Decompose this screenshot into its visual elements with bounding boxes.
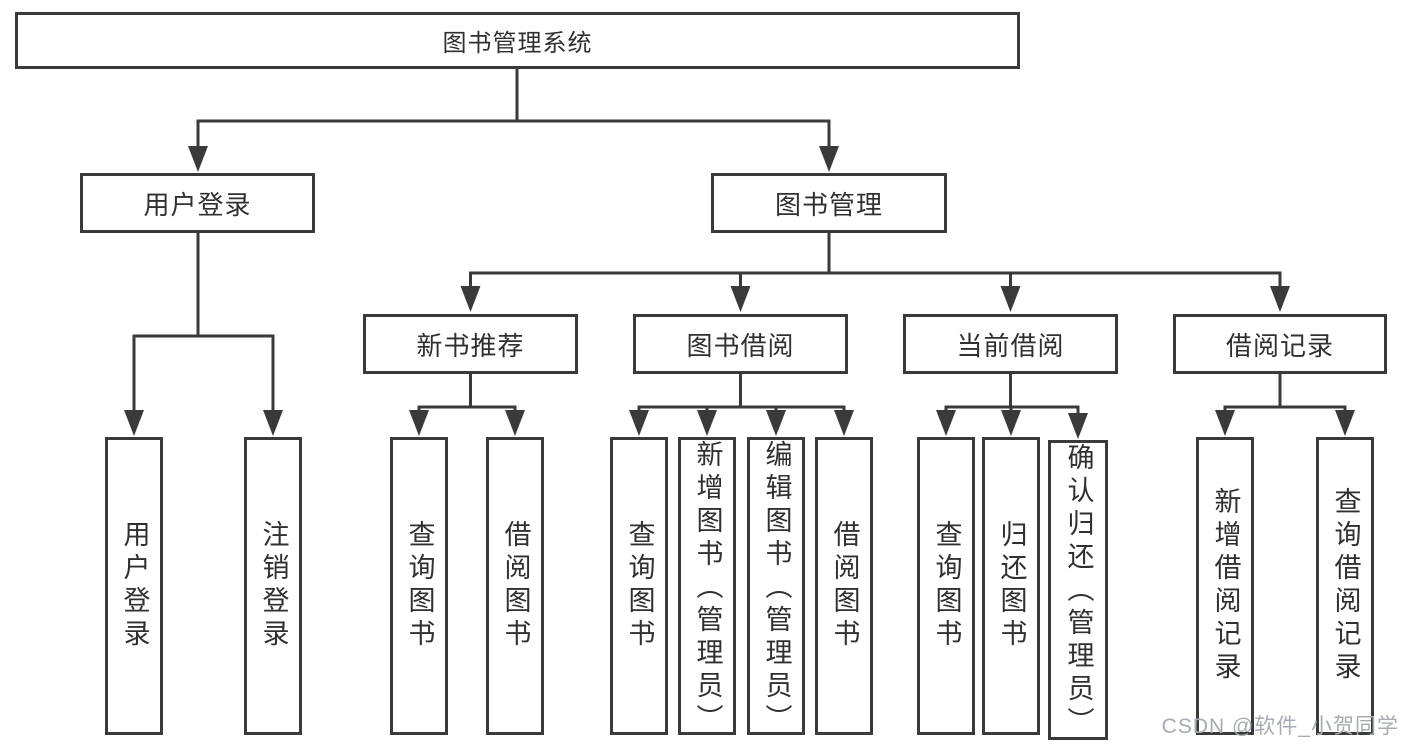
- leaf-query-book-borrow: 查询图书: [610, 437, 668, 735]
- leaf-user-login: 用户登录: [105, 437, 163, 735]
- node-book-management: 图书管理: [711, 173, 947, 233]
- arrowhead-down-icon: [263, 410, 283, 436]
- node-borrow-record: 借阅记录: [1173, 314, 1387, 374]
- arrowhead-down-icon: [1068, 413, 1088, 439]
- leaf-edit-book-admin: 编辑图书（管理员）: [747, 437, 805, 737]
- node-user-login: 用户登录: [80, 173, 315, 233]
- leaf-label: 新增借阅记录: [1210, 487, 1241, 685]
- node-book-borrow: 图书借阅: [633, 314, 848, 374]
- leaf-label: 查询图书: [624, 520, 655, 652]
- leaf-label: 归还图书: [996, 520, 1027, 652]
- connector-borrow-to-leaves: [629, 374, 854, 436]
- arrowhead-down-icon: [1335, 410, 1355, 436]
- arrowhead-down-icon: [834, 410, 854, 436]
- arrowhead-down-icon: [766, 410, 786, 436]
- connector-current-to-leaves: [936, 374, 1088, 439]
- leaf-logout: 注销登录: [244, 437, 302, 735]
- arrowhead-down-icon: [819, 146, 839, 172]
- leaf-label: 新增图书（管理员）: [692, 440, 723, 737]
- leaf-label: 查询借阅记录: [1330, 487, 1361, 685]
- arrowhead-down-icon: [124, 410, 144, 436]
- leaf-label: 借阅图书: [500, 520, 531, 652]
- leaf-label: 用户登录: [119, 520, 150, 652]
- leaf-query-book-current: 查询图书: [917, 437, 975, 735]
- leaf-query-borrow-record: 查询借阅记录: [1316, 437, 1374, 735]
- arrowhead-down-icon: [936, 410, 956, 436]
- arrowhead-down-icon: [730, 286, 751, 312]
- leaf-borrow-book: 借阅图书: [815, 437, 873, 735]
- node-new-book-recommend: 新书推荐: [363, 314, 578, 374]
- leaf-borrow-book-recommend: 借阅图书: [486, 437, 544, 735]
- connector-login-to-leaves: [124, 233, 283, 436]
- leaf-label: 借阅图书: [829, 520, 860, 652]
- connector-recommend-to-leaves: [409, 374, 525, 436]
- leaf-return-book: 归还图书: [982, 437, 1040, 735]
- connector-record-to-leaves: [1215, 374, 1355, 436]
- leaf-confirm-return-admin: 确认归还（管理员）: [1048, 440, 1108, 740]
- arrowhead-down-icon: [1215, 410, 1235, 436]
- leaf-label: 注销登录: [258, 520, 289, 652]
- connector-root-to-level2: [188, 69, 839, 172]
- arrowhead-down-icon: [460, 286, 481, 312]
- leaf-label: 编辑图书（管理员）: [761, 440, 792, 737]
- arrowhead-down-icon: [629, 410, 649, 436]
- connector-mgmt-to-level3: [460, 233, 1290, 312]
- leaf-add-book-admin: 新增图书（管理员）: [678, 437, 736, 737]
- node-book-management-system: 图书管理系统: [15, 12, 1020, 69]
- node-current-borrow: 当前借阅: [903, 314, 1118, 374]
- arrowhead-down-icon: [188, 146, 208, 172]
- arrowhead-down-icon: [1000, 286, 1021, 312]
- leaf-label: 查询图书: [404, 520, 435, 652]
- arrowhead-down-icon: [505, 410, 525, 436]
- arrowhead-down-icon: [1270, 286, 1290, 312]
- arrowhead-down-icon: [697, 410, 717, 436]
- leaf-label: 确认归还（管理员）: [1063, 443, 1094, 740]
- arrowhead-down-icon: [1001, 410, 1021, 436]
- leaf-label: 查询图书: [931, 520, 962, 652]
- leaf-query-book-recommend: 查询图书: [390, 437, 448, 735]
- leaf-add-borrow-record: 新增借阅记录: [1196, 437, 1254, 735]
- csdn-watermark: CSDN @软件_小贺同学: [1161, 715, 1399, 738]
- arrowhead-down-icon: [409, 410, 429, 436]
